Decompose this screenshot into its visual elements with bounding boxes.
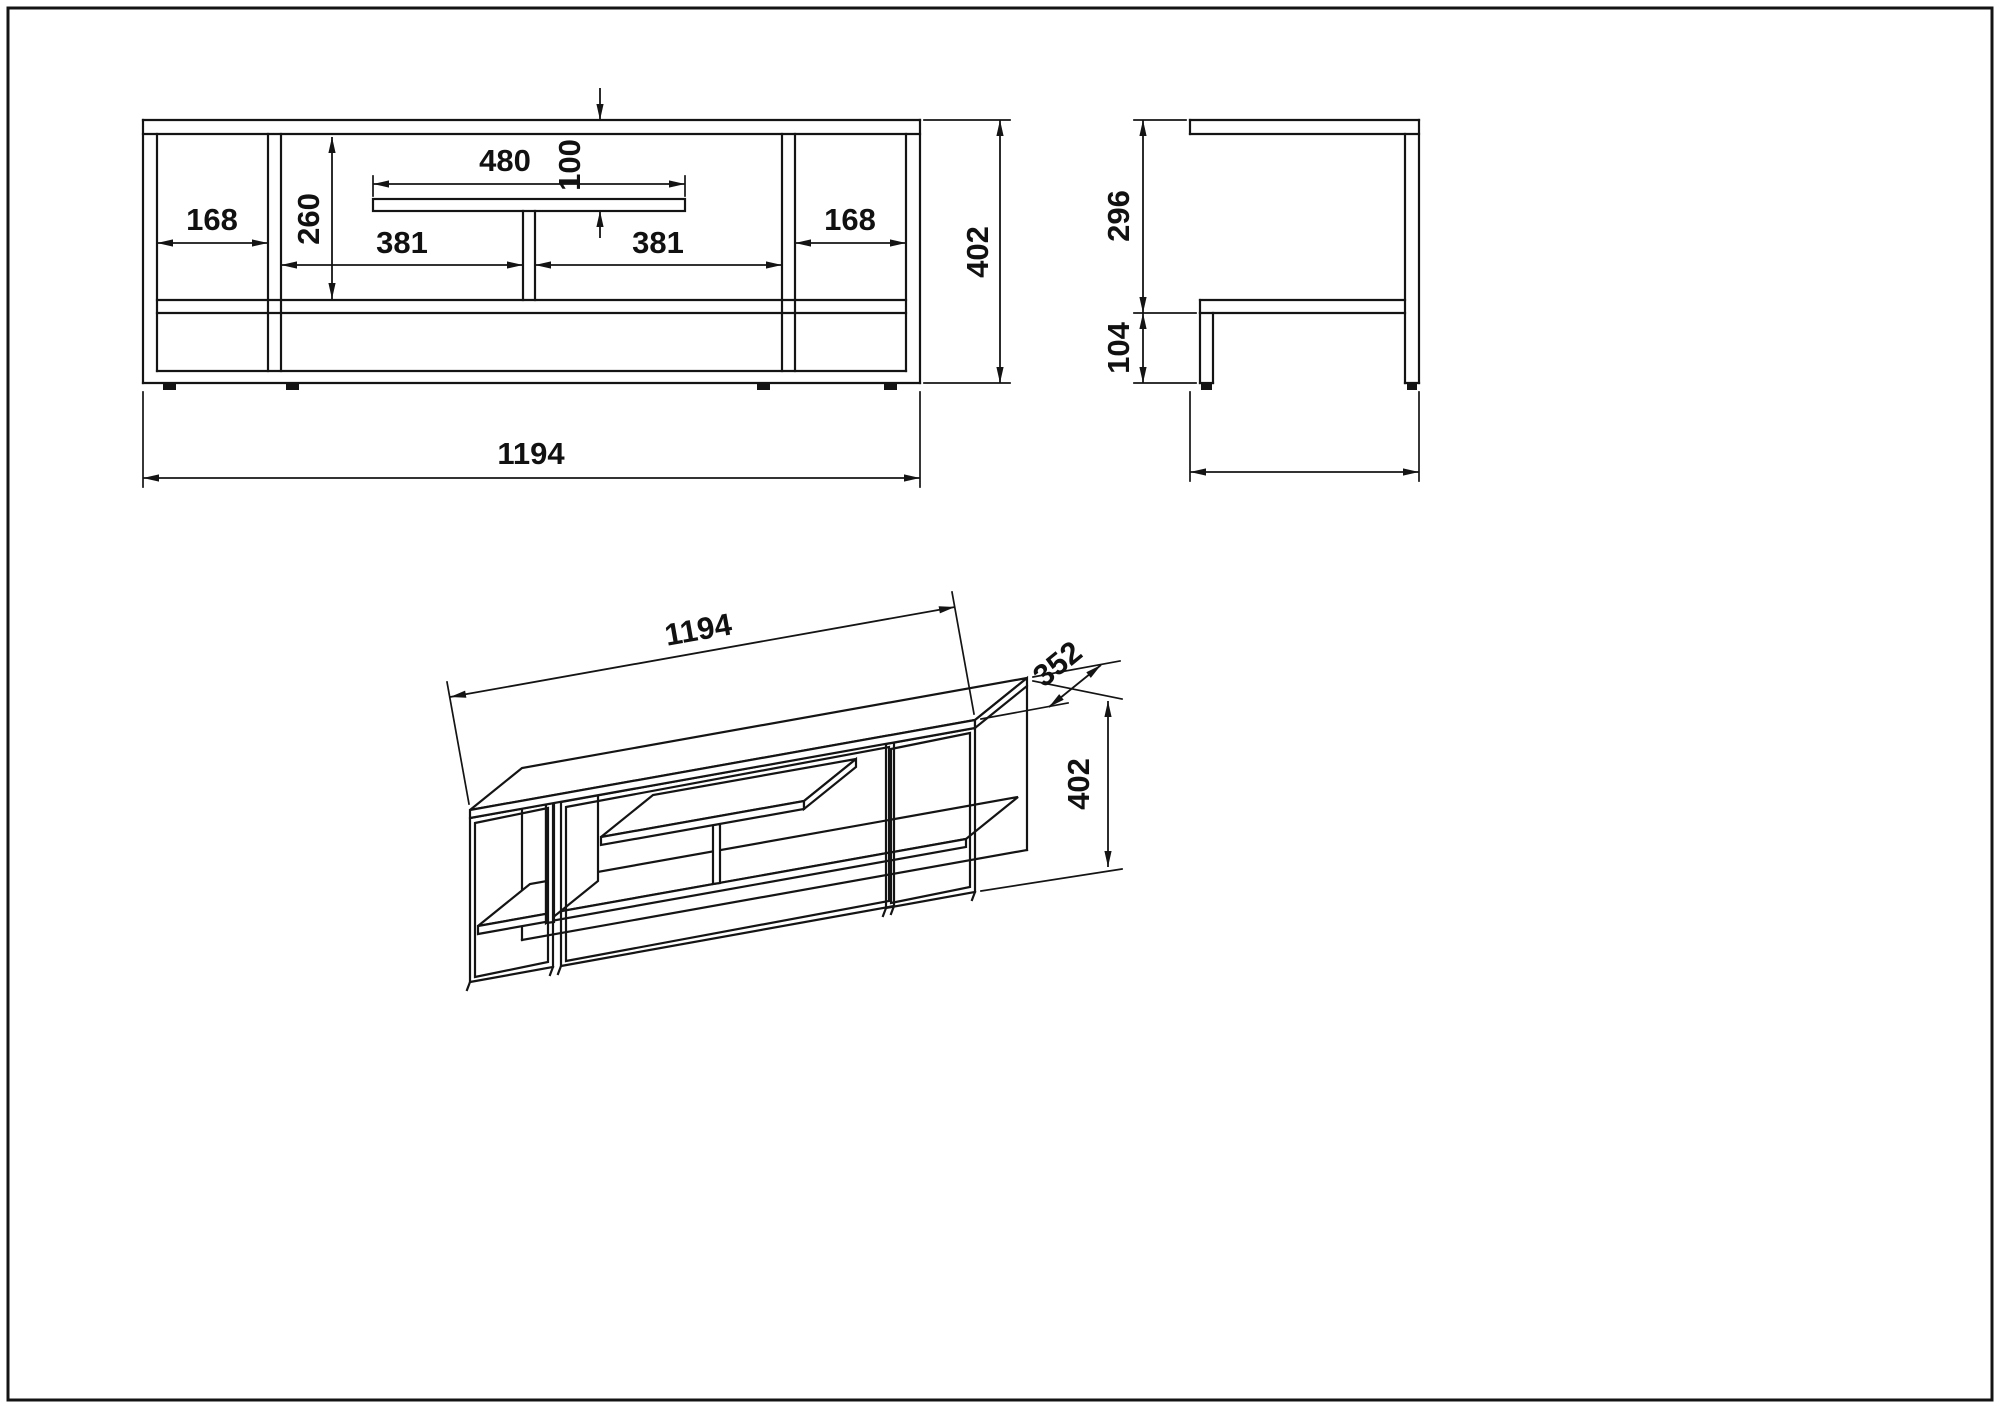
front-dim-168-right: 168 <box>795 202 906 247</box>
front-dim-260: 260 <box>291 137 336 299</box>
front-dim-480: 480 <box>372 143 686 197</box>
front-dim-168-left-label: 168 <box>186 202 238 237</box>
front-dim-100-label: 100 <box>552 139 587 191</box>
side-dim-104-label: 104 <box>1101 321 1136 373</box>
front-dim-381-right-label: 381 <box>632 225 684 260</box>
front-dim-1194-label: 1194 <box>497 436 565 471</box>
front-dim-168-left: 168 <box>157 202 268 247</box>
front-dim-100: 100 <box>552 88 604 238</box>
side-view: 296 104 <box>1101 118 1421 482</box>
side-dim-depth <box>1189 391 1420 482</box>
iso-view: 1194 352 402 <box>446 591 1124 992</box>
front-dim-381-left: 381 <box>281 225 523 269</box>
side-dim-296-label: 296 <box>1101 190 1136 242</box>
iso-dim-402-label: 402 <box>1061 758 1096 810</box>
front-dim-260-label: 260 <box>291 193 326 245</box>
front-dim-402-label: 402 <box>960 226 995 278</box>
iso-dim-1194-label: 1194 <box>662 606 735 652</box>
front-dim-402: 402 <box>923 119 1011 384</box>
iso-structure <box>465 675 1029 992</box>
front-dim-1194: 1194 <box>142 391 921 488</box>
front-dim-381-left-label: 381 <box>376 225 428 260</box>
side-dim-296: 296 <box>1101 119 1197 314</box>
sheet-border <box>6 6 1994 1402</box>
side-dim-104: 104 <box>1101 313 1197 384</box>
side-structure <box>1188 118 1421 390</box>
iso-dim-402: 402 <box>980 679 1124 892</box>
front-dim-480-label: 480 <box>479 143 531 178</box>
front-dim-381-right: 381 <box>535 225 782 269</box>
front-view: 480 100 168 260 381 381 168 <box>141 88 1011 488</box>
front-dim-168-right-label: 168 <box>824 202 876 237</box>
front-structure <box>141 118 922 390</box>
iso-dim-352-label: 352 <box>1026 634 1088 694</box>
